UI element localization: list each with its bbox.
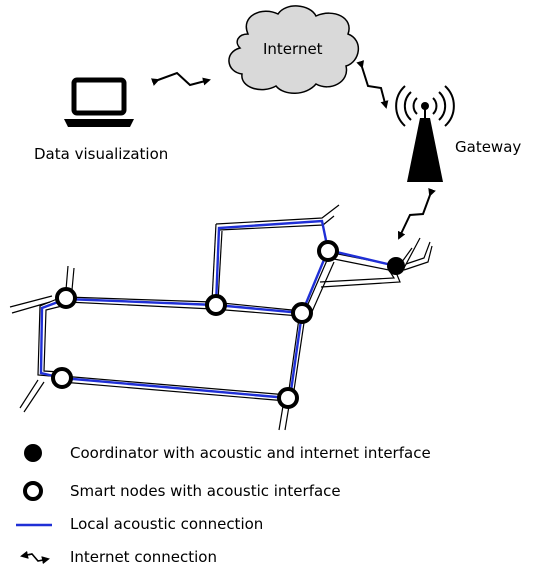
cloud-icon xyxy=(228,5,359,94)
pipe-network xyxy=(9,204,433,431)
smart-node xyxy=(317,240,339,262)
coordinator-node xyxy=(387,257,405,275)
internet-label: Internet xyxy=(263,40,323,58)
legend-internet-symbol xyxy=(20,550,50,565)
legend-internet-connection-label: Internet connection xyxy=(70,548,217,566)
smart-node xyxy=(205,294,227,316)
gateway-label: Gateway xyxy=(455,138,522,156)
antenna-tower-icon xyxy=(395,85,455,182)
smart-nodes xyxy=(51,240,339,409)
legend-smart-node-symbol xyxy=(23,481,43,501)
data-visualization-label: Data visualization xyxy=(34,145,169,163)
smart-node xyxy=(277,387,299,409)
zigzag-arrow-icon xyxy=(150,60,436,240)
legend-coordinator-symbol xyxy=(24,444,42,462)
legend-coordinator-label: Coordinator with acoustic and internet i… xyxy=(70,444,431,462)
legend-local-acoustic-label: Local acoustic connection xyxy=(70,515,264,533)
laptop-icon xyxy=(64,77,134,127)
smart-node xyxy=(55,287,77,309)
smart-node xyxy=(291,302,313,324)
legend-smart-nodes-label: Smart nodes with acoustic interface xyxy=(70,482,341,500)
smart-node xyxy=(51,367,73,389)
